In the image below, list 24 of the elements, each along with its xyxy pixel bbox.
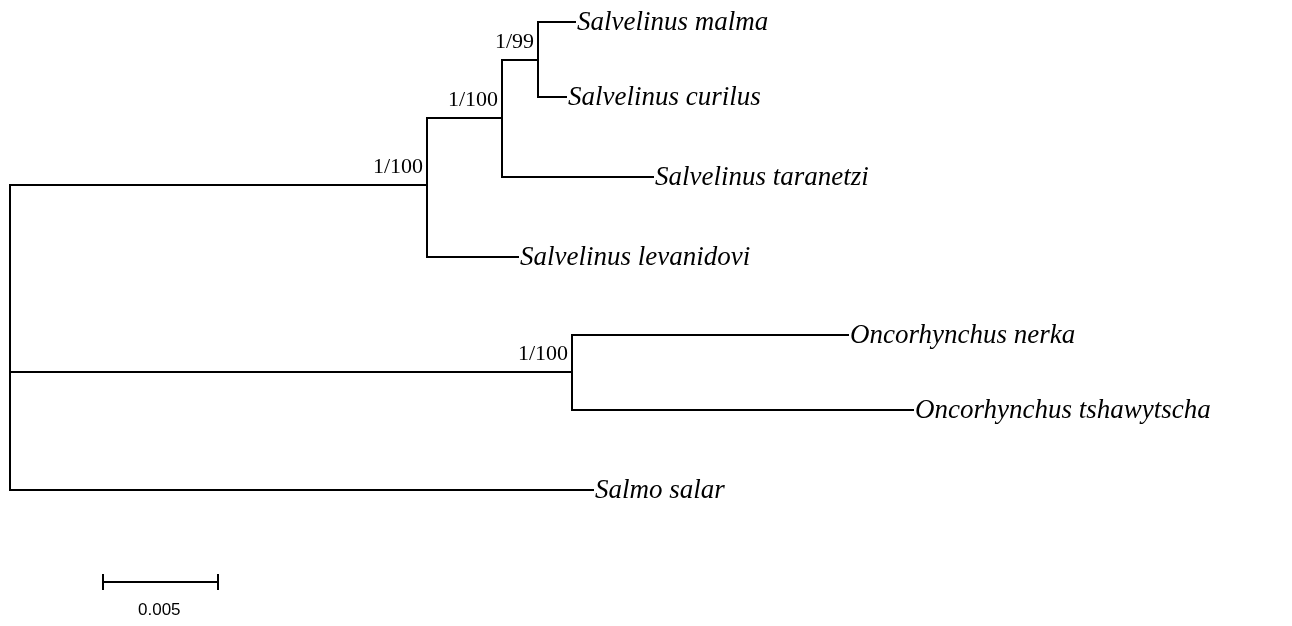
- tree-branch: [572, 334, 850, 336]
- tree-node-line: [501, 59, 503, 178]
- tree-branch: [10, 489, 595, 491]
- tree-branch: [427, 256, 520, 258]
- tree-branch: [538, 21, 577, 23]
- scale-value: 0.005: [138, 600, 181, 620]
- tree-branch: [572, 409, 915, 411]
- tree-branch: [502, 59, 538, 61]
- taxon-label: Salvelinus malma: [577, 5, 769, 37]
- tree-node-line: [571, 334, 573, 411]
- tree-branch: [10, 371, 572, 373]
- tree-node-line: [537, 21, 539, 98]
- tree-node-line: [426, 117, 428, 258]
- taxon-label: Salvelinus taranetzi: [655, 160, 869, 192]
- tree-branch: [10, 184, 427, 186]
- tree-branch: [538, 96, 568, 98]
- taxon-label: Salvelinus curilus: [568, 80, 761, 112]
- taxon-label: Oncorhynchus nerka: [850, 318, 1076, 350]
- taxon-label: Salvelinus levanidovi: [520, 240, 751, 272]
- taxon-label: Oncorhynchus tshawytscha: [915, 393, 1211, 425]
- tree-branch: [427, 117, 502, 119]
- tree-branch: [502, 176, 655, 178]
- tree-node-line: [9, 184, 11, 491]
- taxon-label: Salmo salar: [595, 473, 725, 505]
